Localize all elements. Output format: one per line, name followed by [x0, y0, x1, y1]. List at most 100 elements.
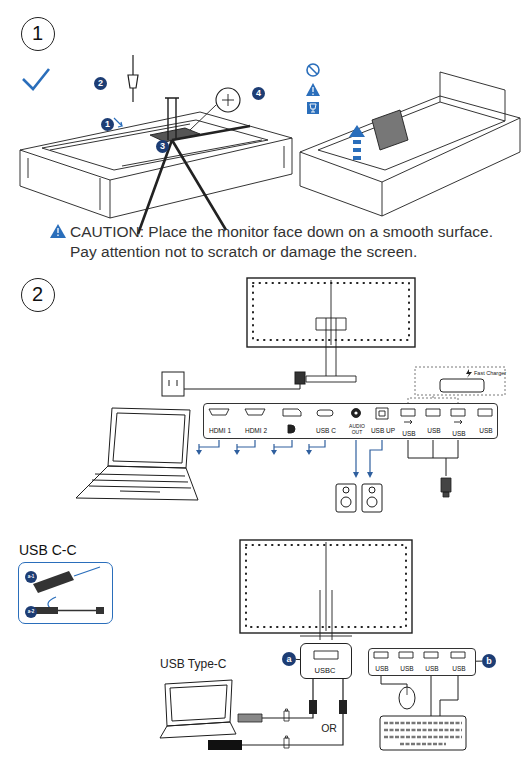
step-number: 2 — [21, 278, 55, 312]
node-text: HDMI 1 — [202, 427, 238, 434]
node-text: USB C-C — [19, 542, 114, 558]
callout-number: 3 — [156, 140, 169, 153]
audio-jack — [352, 409, 361, 418]
usb-stick — [441, 478, 451, 497]
callout-letter: a — [282, 652, 296, 666]
callout-letter: b — [482, 654, 496, 668]
or-label: OR — [316, 722, 342, 734]
speaker — [336, 484, 356, 512]
cable — [58, 610, 96, 612]
leader-line — [296, 659, 300, 660]
screwdriver — [128, 55, 138, 102]
node-text: USB — [414, 665, 450, 672]
signal-line — [199, 444, 309, 452]
arrow-head — [196, 450, 312, 455]
usbc-plug — [208, 740, 242, 750]
node-text: b — [482, 654, 496, 668]
node-text: USB — [416, 427, 452, 434]
node-text: USBC — [301, 667, 349, 676]
usb-up-port — [376, 408, 388, 419]
laptop-screen — [165, 680, 232, 726]
cable-tag: a-2 — [25, 606, 37, 618]
laptop-screen — [108, 408, 190, 468]
right-assembly — [300, 72, 520, 216]
speakers — [336, 484, 382, 512]
wall-outlet — [162, 372, 184, 396]
laptop-base — [160, 722, 236, 738]
check-mark — [23, 69, 49, 89]
node-text: USB — [364, 665, 400, 672]
displayport-port — [283, 409, 301, 416]
usbc-plug — [32, 607, 104, 614]
cable-tag: a-1 — [25, 571, 37, 583]
port-icons — [314, 651, 465, 659]
prohibition-slash — [309, 66, 317, 74]
node-text: USB — [468, 427, 504, 434]
node-text: 1 — [22, 18, 53, 49]
move-arrow — [114, 118, 122, 127]
node-text: USB — [391, 430, 427, 437]
power-connection — [162, 372, 305, 396]
screw-detail — [190, 94, 234, 130]
usb-port — [401, 409, 492, 416]
node-text: a — [282, 652, 296, 666]
video-arrows — [199, 440, 325, 452]
laptop — [76, 408, 198, 500]
node-text: a-1 — [25, 571, 37, 583]
usb-lines — [408, 440, 458, 476]
node-text: USB — [389, 665, 425, 672]
stand-bracket — [372, 110, 408, 150]
laptop — [160, 680, 236, 738]
lift-arrow — [349, 125, 365, 160]
displayport-logo — [288, 425, 295, 433]
lightning-icon — [466, 369, 472, 378]
stand — [300, 542, 352, 640]
caution-symbol — [50, 224, 66, 238]
hdmi-port — [209, 409, 265, 415]
node-text: USB — [441, 665, 477, 672]
caution-mark — [57, 228, 58, 236]
stand-pole — [165, 98, 179, 140]
callout-number: 1 — [101, 118, 114, 131]
node-text: 2 — [22, 279, 53, 310]
speaker-cones — [341, 487, 377, 507]
node-text: 4 — [252, 87, 265, 100]
fragile-symbol — [307, 102, 319, 114]
device-label: USB Type-C — [160, 658, 250, 672]
node-text: a-2 — [25, 606, 37, 618]
stand-legs — [138, 126, 250, 234]
monitor-front — [247, 278, 415, 382]
node-text: USB — [441, 430, 477, 437]
cable-box: USB C-Ca-1a-2 — [18, 562, 113, 624]
phone — [440, 379, 484, 392]
node-text: USB C — [308, 427, 344, 434]
caution-note: CAUTION: Place the monitor face down on … — [70, 222, 522, 262]
node-text: 2 — [94, 77, 107, 90]
power-cable — [169, 380, 300, 389]
monitor-back — [318, 72, 505, 170]
usbc-port-panel: USBC — [300, 643, 352, 679]
power-plug — [295, 372, 305, 384]
arrow-head — [353, 472, 373, 478]
node-text: 1 — [101, 118, 114, 131]
fragile-glass — [310, 104, 316, 112]
callout-number: 4 — [252, 87, 265, 100]
usbc-plug — [238, 714, 262, 722]
monitor-front — [240, 540, 412, 640]
prohibition-symbol — [307, 64, 319, 76]
usb-port-panel: USBUSBUSBUSB — [368, 648, 476, 676]
battery-icon — [284, 709, 289, 748]
laptop-keyboard — [76, 466, 198, 500]
warning-symbol — [306, 83, 320, 96]
signal-line — [199, 440, 325, 447]
callout-number: 2 — [94, 77, 107, 90]
mouse-button — [407, 687, 408, 695]
mouse — [399, 687, 415, 709]
node-text: AUDIO OUT — [347, 424, 367, 435]
keyboard-keys — [384, 723, 462, 744]
charger-label: Fast Charger — [474, 370, 514, 376]
audio-line — [356, 440, 382, 474]
audio-hole — [354, 411, 357, 414]
speaker — [362, 484, 382, 512]
